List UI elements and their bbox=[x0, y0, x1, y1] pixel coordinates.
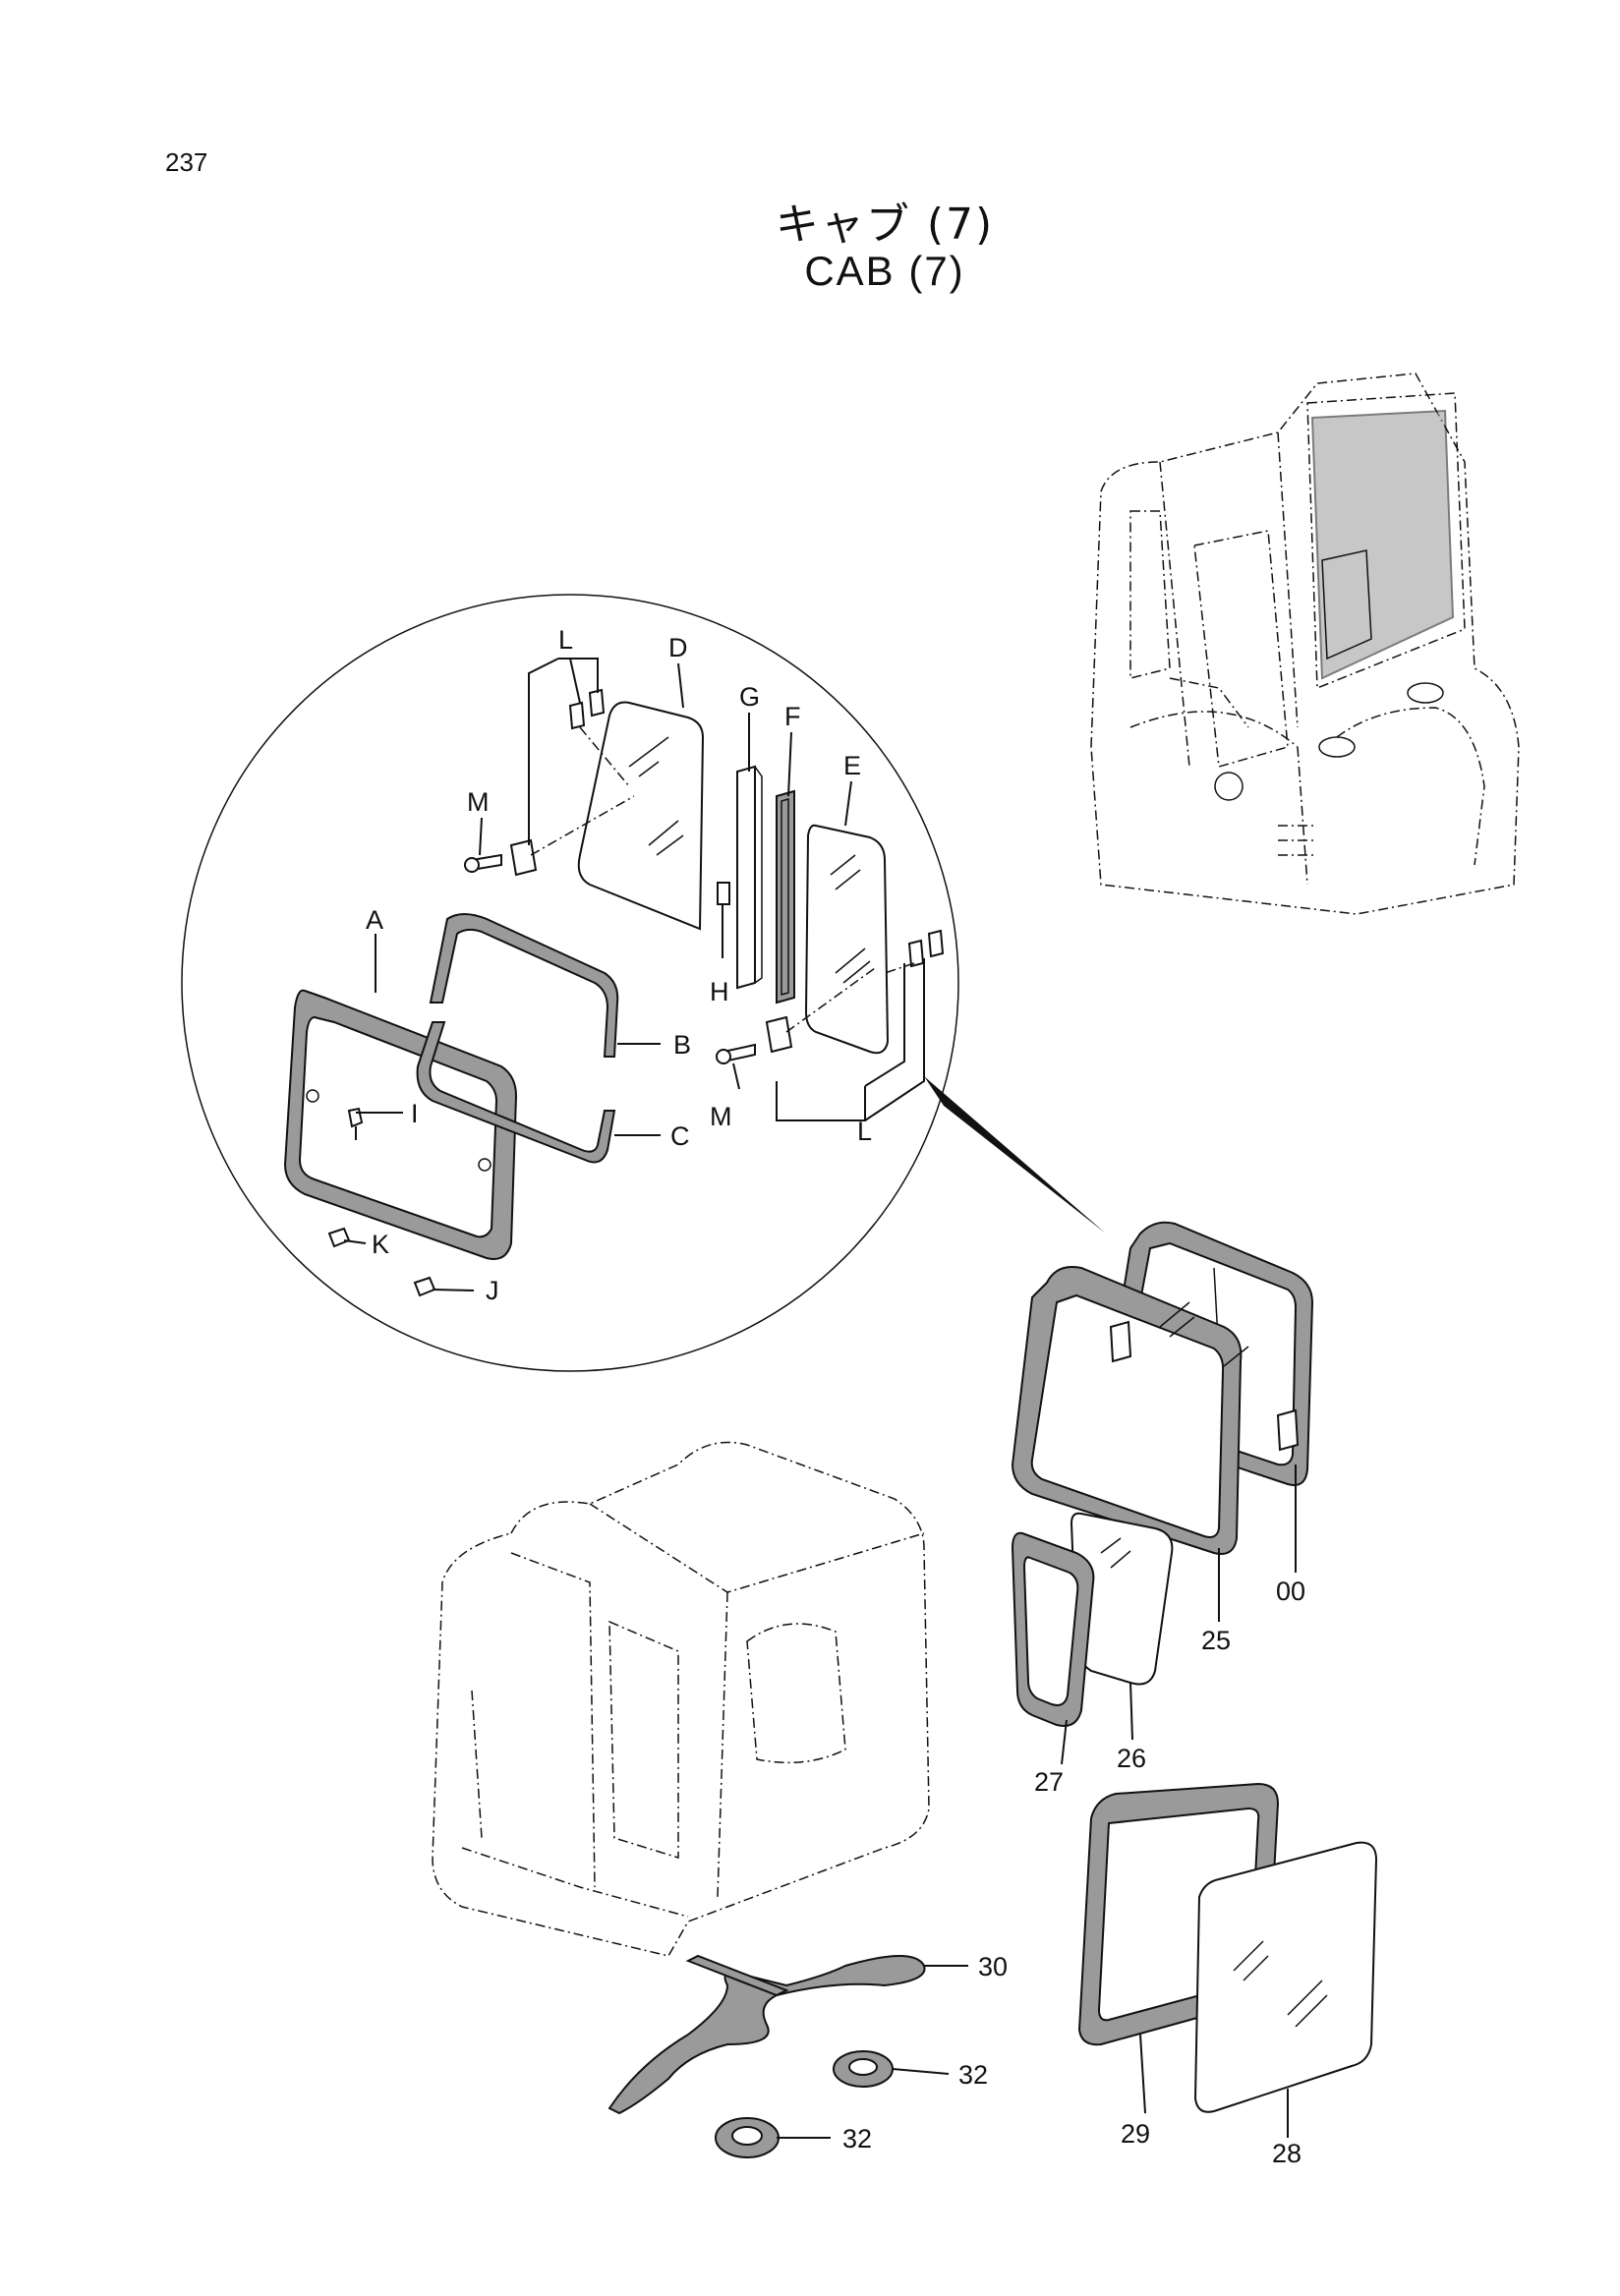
door-window-assembly bbox=[1011, 1221, 1314, 1555]
page-title-english: CAB (7) bbox=[804, 248, 965, 294]
part-number-30: 30 bbox=[978, 1952, 1008, 1981]
part-number-32-upper: 32 bbox=[958, 2060, 988, 2090]
detail-pointer-arrow bbox=[924, 1076, 1106, 1234]
part-j-clip bbox=[413, 1276, 436, 1297]
page-title-japanese: キャブ (7) bbox=[775, 200, 995, 250]
part-number-25: 25 bbox=[1201, 1626, 1231, 1655]
callout-g: G bbox=[739, 682, 760, 712]
part-number-27: 27 bbox=[1034, 1767, 1064, 1797]
part-number-29: 29 bbox=[1121, 2119, 1150, 2149]
rear-window-set bbox=[1077, 1782, 1378, 2113]
part-f-channel bbox=[776, 789, 795, 1004]
detail-leader-lines bbox=[343, 658, 925, 1292]
part-number-32-lower: 32 bbox=[842, 2124, 872, 2153]
part-g-rail bbox=[736, 765, 763, 990]
part-d-glass bbox=[577, 701, 705, 931]
callout-f: F bbox=[784, 702, 801, 731]
callout-i: I bbox=[411, 1099, 419, 1128]
small-window-set bbox=[1011, 1512, 1174, 1727]
bushing-upper bbox=[833, 2050, 894, 2088]
callout-m-lower: M bbox=[710, 1102, 732, 1131]
part-number-00: 00 bbox=[1276, 1577, 1305, 1606]
callout-h: H bbox=[710, 977, 729, 1006]
part-a-frame bbox=[283, 989, 518, 1260]
part-leader-lines bbox=[777, 1464, 1297, 2139]
part-e-glass bbox=[804, 824, 890, 1055]
callout-b: B bbox=[673, 1030, 691, 1060]
detail-circle bbox=[181, 594, 959, 1372]
callout-k: K bbox=[372, 1230, 389, 1259]
page-number: 237 bbox=[165, 147, 208, 177]
callout-e: E bbox=[843, 751, 861, 780]
part-m-screws bbox=[464, 853, 756, 1064]
cab-body-illustration bbox=[432, 1441, 930, 1957]
callout-m-upper: M bbox=[467, 787, 490, 817]
callout-c: C bbox=[670, 1121, 690, 1151]
bushing-lower bbox=[715, 2117, 780, 2158]
callout-l-lower: L bbox=[857, 1117, 872, 1146]
part-l-brackets bbox=[509, 688, 945, 1054]
callout-d: D bbox=[668, 633, 688, 662]
part-k-clip bbox=[327, 1227, 351, 1248]
part-b-c-seal bbox=[416, 913, 619, 1164]
seal-cord bbox=[608, 1954, 926, 2115]
machine-overview-illustration bbox=[1090, 373, 1520, 915]
part-number-26: 26 bbox=[1117, 1744, 1146, 1773]
callout-l-upper: L bbox=[558, 625, 573, 655]
callout-a: A bbox=[366, 905, 383, 935]
part-number-28: 28 bbox=[1272, 2139, 1302, 2168]
part-h-block bbox=[717, 882, 730, 905]
callout-j: J bbox=[486, 1276, 499, 1305]
